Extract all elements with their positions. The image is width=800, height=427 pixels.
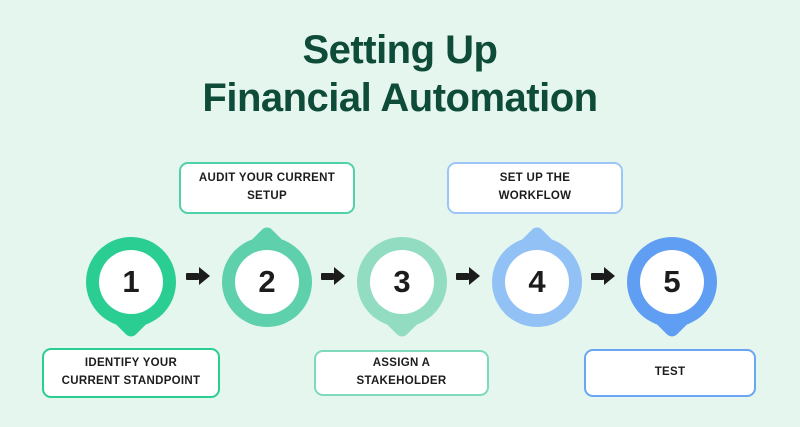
step-2-circle: 2 [222, 224, 312, 327]
step-5-circle-inner: 5 [640, 250, 704, 314]
step-3-label-box: ASSIGN A STAKEHOLDER [314, 350, 489, 396]
step-4-circle-inner: 4 [505, 250, 569, 314]
arrow-shaft [591, 272, 604, 280]
arrow-right-icon [591, 267, 617, 285]
step-2-label: AUDIT YOUR CURRENT SETUP [198, 172, 336, 202]
page-title: Setting Up Financial Automation [0, 26, 800, 122]
step-1-circle-inner: 1 [99, 250, 163, 314]
step-5-circle: 5 [627, 237, 717, 340]
arrow-head [199, 267, 210, 285]
arrow-shaft [186, 272, 199, 280]
step-4-label-box: SET UP THE WORKFLOW [447, 162, 623, 214]
step-3-circle-inner: 3 [370, 250, 434, 314]
page-title-line1: Setting Up [302, 28, 498, 72]
step-1-circle: 1 [86, 237, 176, 340]
arrow-head [604, 267, 615, 285]
step-4-number: 4 [528, 264, 546, 299]
step-3-label: ASSIGN A STAKEHOLDER [356, 357, 447, 387]
step-1-label-box: IDENTIFY YOUR CURRENT STANDPOINT [42, 348, 220, 398]
step-4-label: SET UP THE WORKFLOW [498, 172, 572, 202]
arrow-right-icon [186, 267, 212, 285]
arrow-shaft [321, 272, 334, 280]
step-1-label: IDENTIFY YOUR CURRENT STANDPOINT [61, 357, 201, 387]
step-2-number: 2 [258, 264, 276, 299]
step-5-label-box: TEST [584, 349, 756, 397]
step-3-number: 3 [393, 264, 411, 299]
step-1-number: 1 [122, 264, 140, 299]
arrow-head [469, 267, 480, 285]
arrow-shaft [456, 272, 469, 280]
step-5-number: 5 [663, 264, 681, 299]
step-4-circle: 4 [492, 224, 582, 327]
step-5-label: TEST [654, 366, 686, 379]
step-2-label-box: AUDIT YOUR CURRENT SETUP [179, 162, 355, 214]
step-3-circle: 3 [357, 237, 447, 340]
step-2-circle-inner: 2 [235, 250, 299, 314]
arrow-head [334, 267, 345, 285]
page-title-line2: Financial Automation [202, 76, 598, 120]
arrow-right-icon [321, 267, 347, 285]
arrow-right-icon [456, 267, 482, 285]
